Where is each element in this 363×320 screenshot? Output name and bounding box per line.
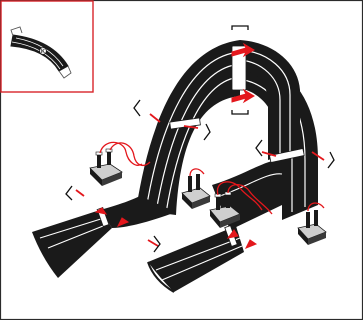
- controller-4: [297, 210, 327, 245]
- arrow-icon: [231, 88, 255, 104]
- controllers: [89, 148, 327, 245]
- arrow-icon: [94, 207, 108, 215]
- controller-1: [89, 148, 123, 186]
- inset-marking: K: [41, 49, 45, 55]
- connection-arrows: [75, 42, 325, 249]
- arrow-icon: [75, 189, 85, 197]
- arrow-icon: [311, 151, 325, 161]
- controller-2: [181, 174, 211, 209]
- arrow-icon: [244, 239, 258, 249]
- curved-track-piece-icon: K: [10, 26, 72, 79]
- controller-cables: [99, 141, 325, 215]
- controller-3: [209, 191, 241, 228]
- top-connector: [231, 45, 247, 91]
- arrow-icon: [226, 229, 239, 239]
- barrier-brackets: [65, 25, 335, 253]
- arrow-icon: [261, 151, 277, 157]
- right-connector: [269, 148, 305, 163]
- arrow-icon: [149, 113, 161, 123]
- inset-panel: K: [0, 0, 94, 93]
- arrow-icon: [116, 217, 130, 227]
- arrow-icon: [231, 42, 255, 58]
- arrow-icon: [183, 125, 199, 129]
- arrow-icon: [147, 239, 159, 247]
